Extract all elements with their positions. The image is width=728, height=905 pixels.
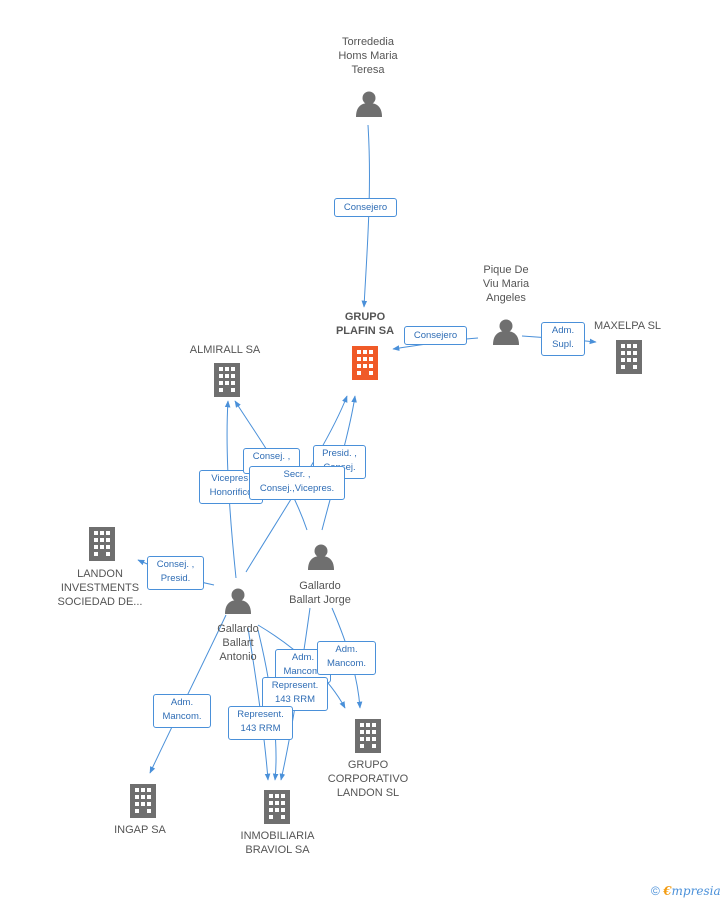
edge-label-consejero-2: Consejero [404, 326, 467, 345]
node-label-grupo-landon[interactable]: GRUPO CORPORATIVO LANDON SL [327, 759, 409, 799]
node-label-gallardo-antonio[interactable]: Gallardo Ballart Antonio [217, 623, 259, 663]
person-icon-pique [493, 319, 519, 345]
edge-label-adm-supl: Adm. Supl. [541, 322, 585, 356]
building-icon-inmobiliaria [264, 790, 290, 824]
building-icon-ingap [130, 784, 156, 818]
edge-label-represent-2: Represent. 143 RRM [228, 706, 293, 740]
person-icon-torrededia [356, 91, 382, 117]
edge-label-adm-mancom-ingap: Adm. Mancom. [153, 694, 211, 728]
footer-brand[interactable]: © €mpresia [651, 884, 721, 898]
brand-e: € [663, 884, 672, 898]
building-icon-landon-investments [89, 527, 115, 561]
node-label-grupo-plafin[interactable]: GRUPO PLAFIN SA [335, 311, 395, 337]
building-icon-almirall [214, 363, 240, 397]
node-label-almirall[interactable]: ALMIRALL SA [189, 344, 261, 356]
node-label-inmobiliaria[interactable]: INMOBILIARIA BRAVIOL SA [240, 830, 315, 856]
node-label-pique[interactable]: Pique De Viu Maria Angeles [482, 264, 530, 304]
node-label-gallardo-jorge[interactable]: Gallardo Ballart Jorge [289, 580, 351, 606]
person-icon-gallardo-jorge [308, 544, 334, 570]
building-icon-grupo-plafin [352, 346, 378, 380]
copyright-icon: © [651, 884, 660, 898]
edge-label-adm-mancom-2: Adm. Mancom. [317, 641, 376, 675]
edge-label-consej-presid: Consej. , Presid. [147, 556, 204, 590]
node-label-ingap[interactable]: INGAP SA [114, 824, 166, 836]
brand-name: mpresia [671, 884, 721, 898]
building-icon-maxelpa [616, 340, 642, 374]
person-icon-gallardo-antonio [225, 588, 251, 614]
edge-label-represent-1: Represent. 143 RRM [262, 677, 328, 711]
edge-label-consejero-1: Consejero [334, 198, 397, 217]
node-label-maxelpa[interactable]: MAXELPA SL [593, 320, 662, 332]
edge-torrededia-plafin [361, 124, 370, 308]
edge-label-secr-consej: Secr. , Consej.,Vicepres. [249, 466, 345, 500]
node-label-landon-investments[interactable]: LANDON INVESTMENTS SOCIEDAD DE... [57, 568, 143, 608]
node-label-torrededia[interactable]: Torrededia Homs Maria Teresa [338, 36, 398, 76]
building-icon-grupo-landon [355, 719, 381, 753]
